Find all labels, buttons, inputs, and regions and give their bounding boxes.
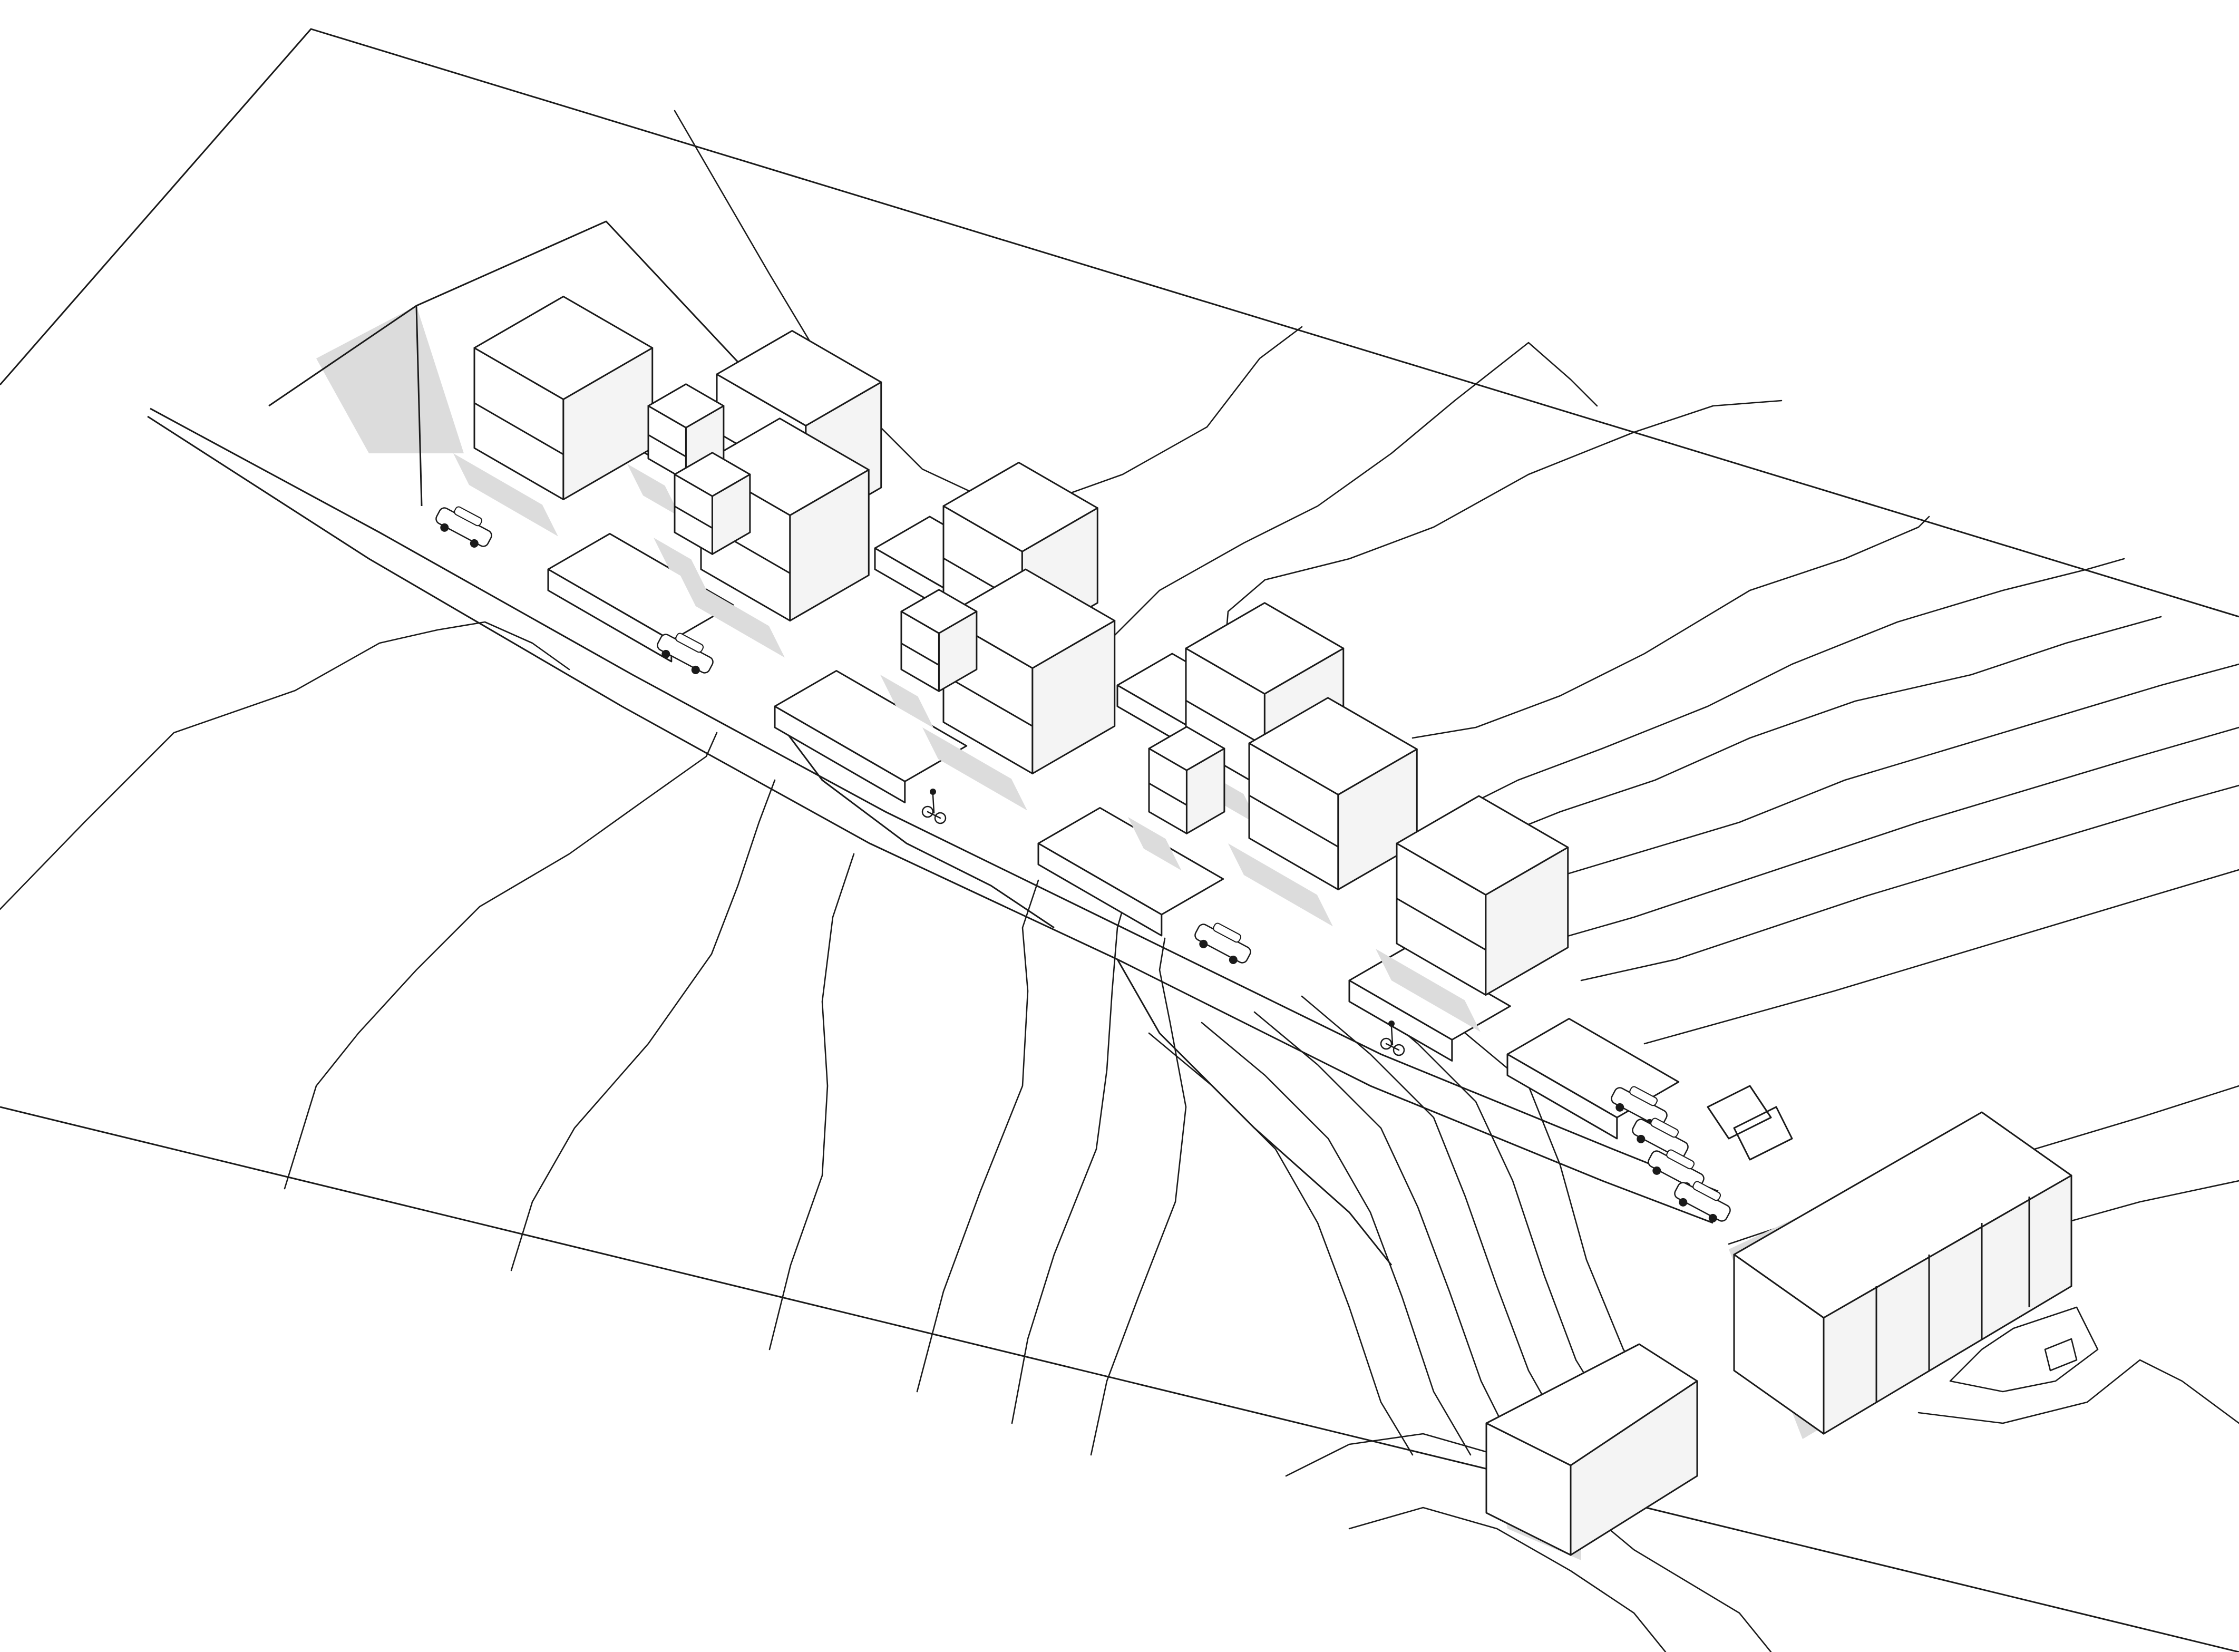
car-2 — [657, 633, 714, 674]
block-south-side — [1570, 1380, 1698, 1556]
house-5-roof — [942, 568, 1116, 669]
large-block-south — [1485, 1343, 1698, 1560]
house-annex-2-roof — [674, 452, 751, 497]
house-4-roof — [942, 462, 1098, 552]
terraced-houses — [453, 296, 1680, 1140]
hillside-pyramid — [268, 220, 765, 507]
site-boundary — [0, 28, 2239, 1652]
visitor-parking — [1707, 1085, 1793, 1161]
house-7-roof — [1248, 697, 1418, 795]
house-annex-2-floor-line — [674, 506, 713, 529]
house-annex-4-roof — [1148, 726, 1225, 771]
house-1-roof — [473, 296, 654, 400]
house-annex-3-roof — [900, 589, 978, 634]
terrace-3-wall — [774, 705, 906, 803]
parked-cars — [435, 506, 1731, 1222]
house-3-roof — [700, 417, 870, 516]
house-6-floor-line — [1185, 699, 1265, 747]
house-7-floor-line — [1249, 794, 1339, 848]
house-annex-1-floor-line — [648, 434, 687, 458]
car-1 — [435, 506, 492, 548]
house-annex-2 — [654, 452, 751, 591]
contour-lines-left — [0, 621, 1187, 1456]
house-5-floor-line — [943, 674, 1033, 727]
house-annex-1-roof — [647, 383, 725, 429]
house-6-roof — [1185, 602, 1345, 695]
terrace-5-wall — [1037, 842, 1163, 937]
house-annex-4 — [1128, 726, 1225, 871]
terrace-1-wall — [547, 568, 673, 663]
house-1 — [453, 296, 654, 537]
terrace-7-wall — [1348, 979, 1453, 1062]
cyclists — [921, 789, 1405, 1056]
house-3 — [680, 417, 870, 658]
contour-lines-upper — [674, 110, 2239, 887]
access-road — [147, 407, 1719, 1266]
large-block-east — [1729, 1111, 2072, 1439]
car-7 — [1674, 1181, 1731, 1222]
car-3 — [1194, 922, 1251, 964]
cyclist-2 — [1380, 1021, 1405, 1056]
house-8 — [1376, 795, 1569, 1032]
house-annex-4-floor-line — [1148, 782, 1187, 806]
house-1-floor-line — [474, 402, 564, 455]
house-2-roof — [716, 330, 882, 426]
house-5 — [922, 568, 1116, 811]
block-east-side — [1823, 1174, 2072, 1435]
house-annex-3-floor-line — [901, 643, 940, 666]
terrace-8-wall — [1506, 1053, 1618, 1140]
house-annex-3 — [880, 589, 978, 728]
cyclist-1 — [921, 789, 947, 824]
house-8-roof — [1396, 795, 1569, 896]
house-8-floor-line — [1396, 898, 1486, 951]
